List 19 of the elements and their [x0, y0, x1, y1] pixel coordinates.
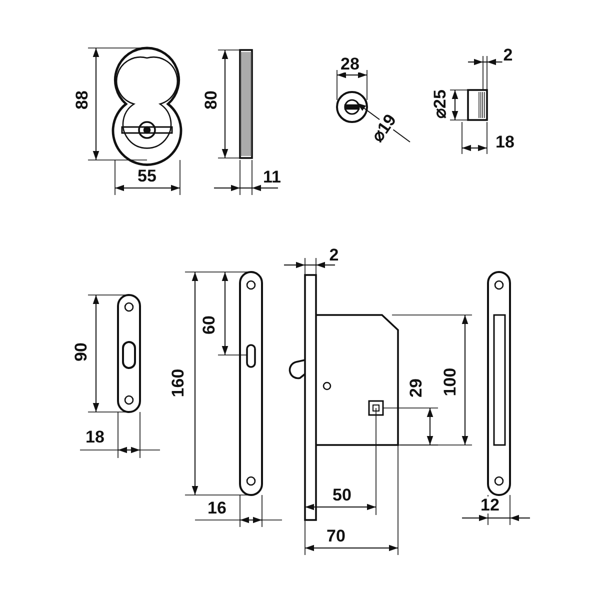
dimension-value: 70	[326, 528, 346, 544]
dimension-value: ⌀25	[432, 88, 448, 120]
dimension-value: 28	[340, 56, 360, 72]
dimension-value: 11	[262, 168, 282, 186]
dimension-value: 88	[74, 90, 90, 110]
dimension-value: 16	[206, 500, 228, 516]
dimension-value: 90	[72, 342, 90, 362]
dimension-value: 2	[502, 46, 514, 64]
dimension-value: 29	[408, 378, 424, 398]
dimension-value: 12	[480, 496, 500, 514]
dimension-value: 50	[332, 486, 352, 504]
dimension-value: 55	[136, 168, 158, 184]
dimension-value: 18	[84, 428, 106, 446]
dimension-value: 80	[202, 90, 220, 110]
dimension-value: 60	[200, 314, 218, 336]
dimension-value: 2	[328, 246, 340, 264]
dimension-value: 160	[170, 368, 186, 398]
dimension-value: 100	[442, 366, 458, 398]
dimension-value: 18	[494, 134, 516, 150]
